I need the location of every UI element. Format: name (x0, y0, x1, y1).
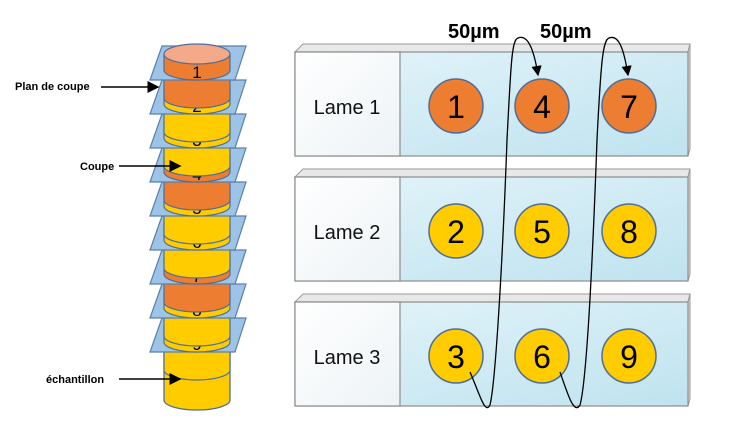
slide-section-number: 7 (620, 89, 638, 125)
slide-3: Lame 3 3 6 9 (293, 293, 691, 407)
slide-section-number: 8 (620, 214, 638, 250)
slide-section-circle (514, 328, 570, 384)
slide-label-area (294, 51, 401, 157)
cutting-plane-label: Plan de coupe (15, 81, 90, 93)
slide-section-circle (601, 328, 657, 384)
slide-section-circle (601, 78, 657, 134)
layer-body (163, 77, 231, 109)
slide-label: Lame 3 (314, 347, 381, 369)
section-label: Coupe (80, 161, 114, 173)
layer-body (163, 111, 231, 143)
slide-section-number: 1 (447, 89, 465, 125)
layer-body (163, 213, 231, 245)
layer-body (163, 315, 231, 347)
slide-section-number: 9 (620, 339, 638, 375)
slide-top-edge (293, 168, 691, 178)
layer-body (163, 145, 231, 177)
slide-section-circle (428, 78, 484, 134)
slide-section-number: 3 (447, 339, 465, 375)
layer-body (163, 247, 231, 279)
layer-number: 1 (192, 63, 201, 82)
slide-section-circle (428, 328, 484, 384)
slide-label-area (294, 301, 401, 407)
slide-1: Lame 1 1 4 7 (293, 43, 691, 157)
slide-label-area (294, 176, 401, 282)
spacing-label-2: 50µm (540, 21, 592, 43)
slide-section-number: 4 (533, 89, 551, 125)
slide-2: Lame 2 2 5 8 (293, 168, 691, 282)
slide-section-circle (601, 203, 657, 259)
layer-top-ellipse (163, 43, 231, 65)
spacing-label-1: 50µm (448, 21, 500, 43)
serial-connector-2 (559, 36, 632, 409)
slide-top-edge (293, 43, 691, 53)
serial-connector-1 (469, 36, 542, 409)
slide-label: Lame 1 (314, 97, 381, 119)
stack-layer-1: 1 (149, 43, 247, 109)
slide-section-circle (428, 203, 484, 259)
slide-label: Lame 2 (314, 222, 381, 244)
slide-section-circle (514, 203, 570, 259)
slide-top-edge (293, 293, 691, 303)
slide-section-number: 5 (533, 214, 551, 250)
stack-labels: Plan de coupe Coupe échantillon (15, 81, 182, 386)
layer-body (163, 349, 231, 381)
slide-section-circle (514, 78, 570, 134)
slide-section-number: 2 (447, 214, 465, 250)
sample-label: échantillon (46, 374, 104, 386)
layer-body (163, 281, 231, 313)
serial-connectors: 50µm 50µm (448, 21, 632, 409)
stack-group: 987654321 (149, 43, 247, 411)
layer-body (163, 179, 231, 211)
slide-section-number: 6 (533, 339, 551, 375)
